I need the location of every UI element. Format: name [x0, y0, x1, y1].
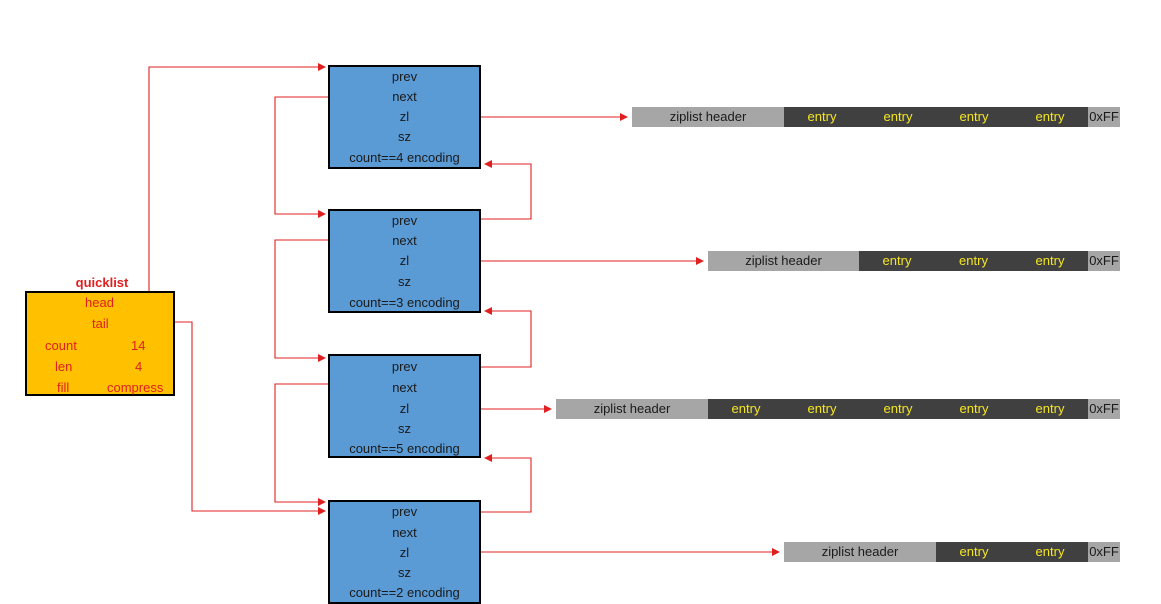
- head-pointer-arrow: [128, 63, 326, 303]
- ziplist-header: ziplist header: [556, 399, 708, 419]
- node-zl-field: zl: [399, 545, 410, 560]
- node-prev-field: prev: [391, 504, 418, 519]
- node4-prev-arrow: [432, 454, 532, 513]
- node-zl-field: zl: [399, 253, 410, 268]
- ziplist-header: ziplist header: [708, 251, 859, 271]
- ziplist-entry: entry: [936, 107, 1012, 127]
- ziplist-entry: entry: [935, 251, 1012, 271]
- node-count-encoding-field: count==4 encoding: [349, 150, 460, 165]
- node1-next-arrow: [274, 96, 374, 218]
- quicklist-count-label: count: [45, 338, 77, 353]
- node2-next-arrow: [274, 239, 374, 362]
- quicklist-node-3: [328, 354, 481, 458]
- quicklist-tail-field: tail: [92, 316, 109, 331]
- ziplist-entry: entry: [1012, 542, 1088, 562]
- ziplist-end-marker: 0xFF: [1088, 542, 1120, 562]
- quicklist-len-value: 4: [135, 359, 143, 374]
- node-next-field: next: [392, 525, 417, 540]
- node-sz-field: sz: [398, 274, 411, 289]
- node3-prev-arrow: [432, 307, 532, 368]
- node-next-field: next: [392, 89, 417, 104]
- node-zl-field: zl: [399, 401, 410, 416]
- quicklist-count-value: 14: [131, 338, 146, 353]
- node-prev-field: prev: [391, 69, 418, 84]
- quicklist-title: quicklist: [75, 275, 129, 290]
- ziplist-end-marker: 0xFF: [1088, 399, 1120, 419]
- quicklist-compress-label: compress: [107, 380, 164, 395]
- ziplist-header: ziplist header: [632, 107, 784, 127]
- node-count-encoding-field: count==3 encoding: [349, 295, 460, 310]
- node-prev-field: prev: [391, 213, 418, 228]
- quicklist-node-4: [328, 500, 481, 604]
- node-sz-field: sz: [398, 129, 411, 144]
- node-prev-field: prev: [391, 359, 418, 374]
- node-count-encoding-field: count==2 encoding: [349, 585, 460, 600]
- ziplist-entry: entry: [784, 399, 860, 419]
- ziplist-entry: entry: [860, 399, 936, 419]
- node-sz-field: sz: [398, 565, 411, 580]
- ziplist-entry: entry: [936, 399, 1012, 419]
- ziplist-entry: entry: [936, 542, 1012, 562]
- node-zl-field: zl: [399, 109, 410, 124]
- ziplist-header: ziplist header: [784, 542, 936, 562]
- node3-next-arrow: [274, 383, 374, 506]
- ziplist-entry: entry: [1012, 399, 1088, 419]
- quicklist-node-1: [328, 65, 481, 169]
- ziplist-entry: entry: [860, 107, 936, 127]
- node2-prev-arrow: [432, 160, 532, 220]
- node-count-encoding-field: count==5 encoding: [349, 441, 460, 456]
- ziplist-end-marker: 0xFF: [1088, 107, 1120, 127]
- ziplist-end-marker: 0xFF: [1088, 251, 1120, 271]
- ziplist-entry: entry: [708, 399, 784, 419]
- ziplist-entry: entry: [784, 107, 860, 127]
- ziplist-entry: entry: [859, 251, 935, 271]
- quicklist-len-label: len: [55, 359, 73, 374]
- node-next-field: next: [392, 380, 417, 395]
- quicklist-head-field: head: [85, 295, 114, 310]
- node-sz-field: sz: [398, 421, 411, 436]
- node-next-field: next: [392, 233, 417, 248]
- ziplist-entry: entry: [1012, 107, 1088, 127]
- quicklist-fill-label: fill: [57, 380, 70, 395]
- quicklist-node-2: [328, 209, 481, 313]
- ziplist-entry: entry: [1012, 251, 1088, 271]
- quicklist-box: [25, 291, 175, 396]
